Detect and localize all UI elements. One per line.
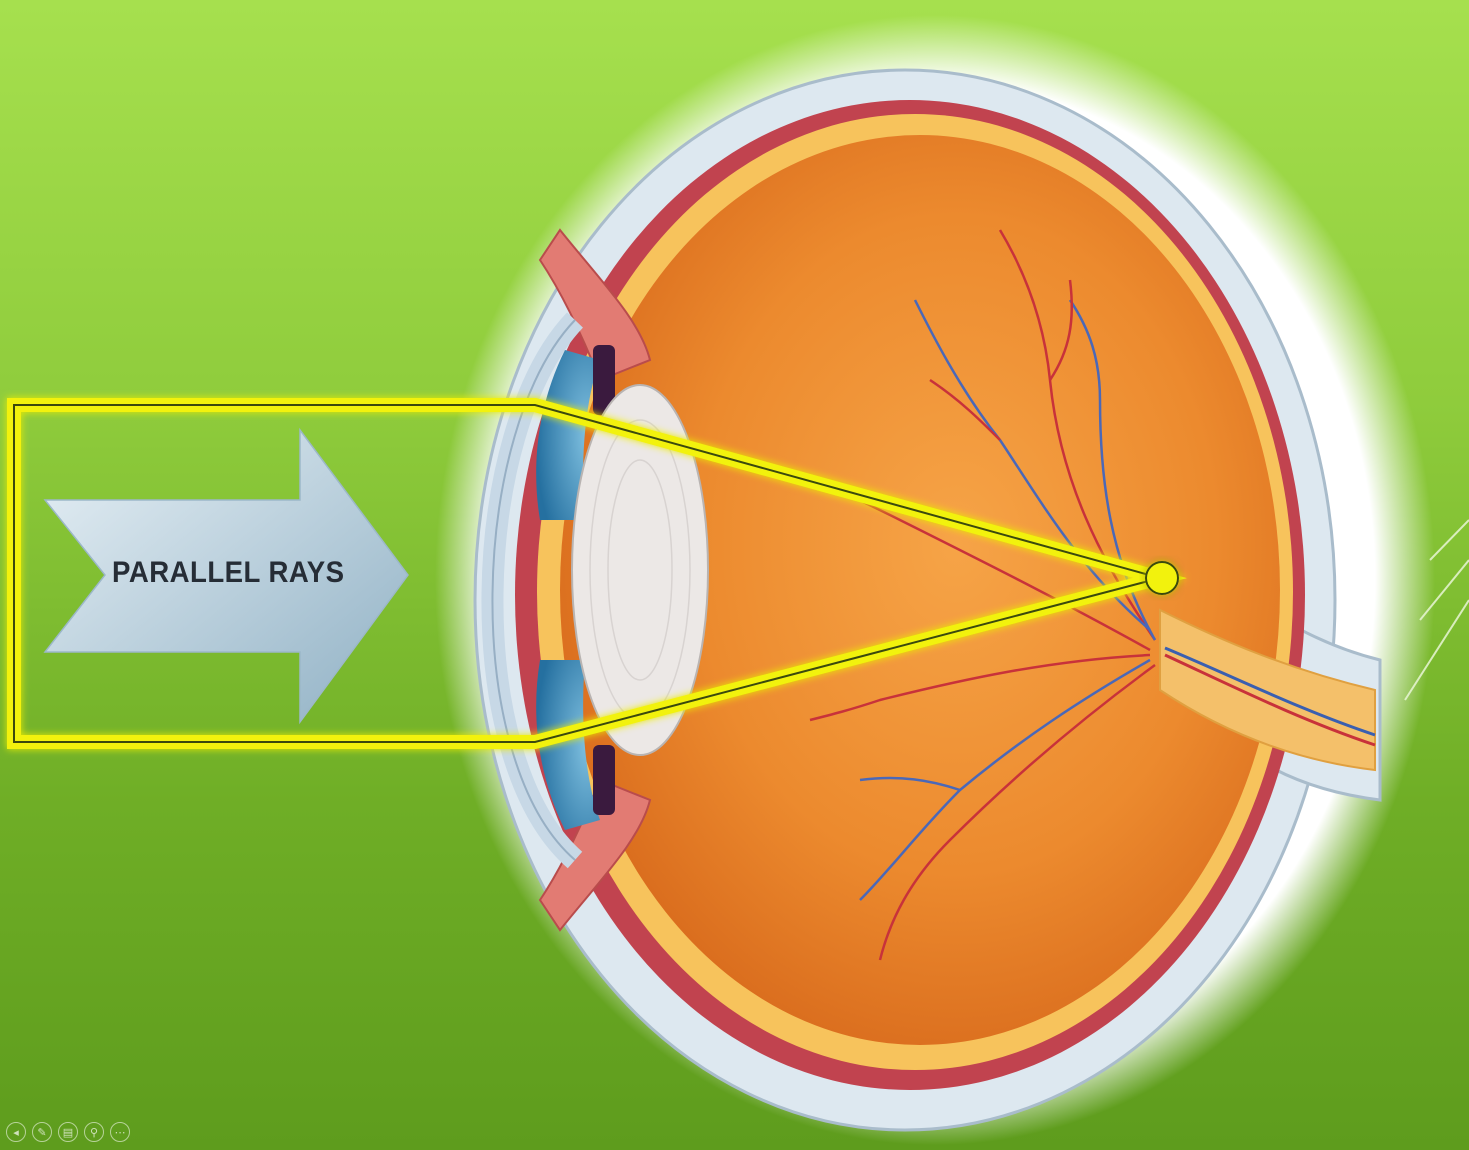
arrow-label: PARALLEL RAYS [112, 556, 344, 590]
pen-icon[interactable]: ✎ [32, 1122, 52, 1142]
focal-point [1146, 562, 1178, 594]
pupil-bottom [593, 745, 615, 815]
more-icon[interactable]: ⋯ [110, 1122, 130, 1142]
zoom-icon[interactable]: ⚲ [84, 1122, 104, 1142]
previous-icon[interactable]: ◂ [6, 1122, 26, 1142]
slides-icon[interactable]: ▤ [58, 1122, 78, 1142]
slideshow-controls: ◂ ✎ ▤ ⚲ ⋯ [6, 1122, 130, 1142]
